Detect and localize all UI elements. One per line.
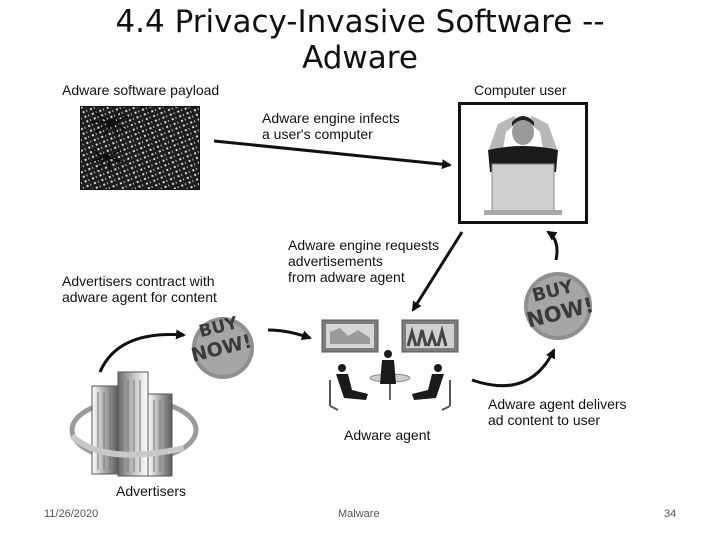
arrow-badge-to-agent <box>267 328 312 340</box>
slide-title: 4.4 Privacy-Invasive Software -- Adware <box>115 4 605 76</box>
label-adware-payload: Adware software payload <box>62 82 220 98</box>
buy-now-badge-left: BUY NOW! <box>190 302 256 382</box>
arrow-advertisers-to-badge <box>98 329 186 373</box>
arrow-payload-to-user <box>213 139 452 170</box>
label-agent-delivers: Adware agent delivers ad content to user <box>488 396 627 428</box>
label-engine-requests: Adware engine requests advertisements fr… <box>288 237 439 285</box>
buy-now-badge-right: BUY NOW! <box>522 264 594 346</box>
adware-agent-meeting-image <box>318 318 462 414</box>
label-adware-agent: Adware agent <box>344 427 431 443</box>
label-advertisers: Advertisers <box>116 483 187 499</box>
arrow-engine-request <box>411 231 464 312</box>
arrow-agent-to-badge <box>471 348 556 388</box>
footer-center: Malware <box>338 508 380 520</box>
footer-page-number: 34 <box>664 508 677 520</box>
label-advertisers-contract: Advertisers contract with adware agent f… <box>62 273 217 305</box>
label-computer-user: Computer user <box>474 82 567 98</box>
spider-binary-image <box>80 106 200 190</box>
arrow-user-up <box>546 230 559 261</box>
advertisers-buildings-image <box>64 366 204 484</box>
label-engine-infects: Adware engine infects a user's computer <box>262 110 400 142</box>
footer-date: 11/26/2020 <box>44 508 99 520</box>
frustrated-user-image <box>458 102 588 224</box>
